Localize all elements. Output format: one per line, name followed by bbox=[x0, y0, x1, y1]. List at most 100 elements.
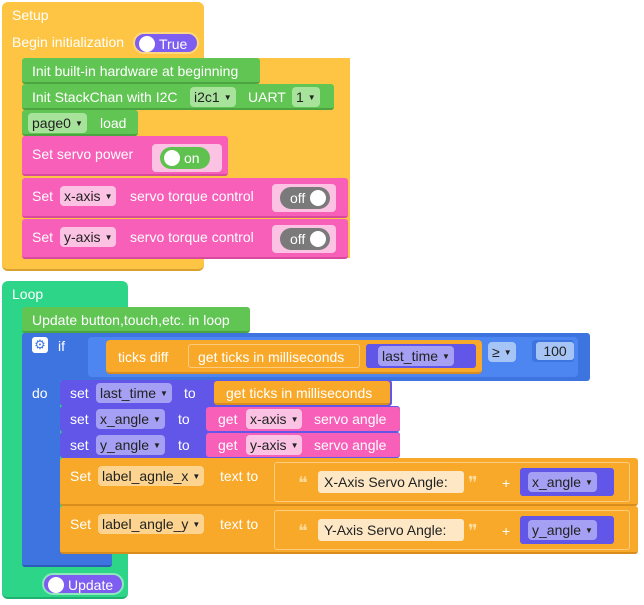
update-loop-label: Update button,touch,etc. in loop bbox=[32, 312, 230, 328]
uart-value: 1 bbox=[296, 89, 304, 105]
number-field[interactable]: 100 bbox=[536, 342, 574, 360]
plus-label: + bbox=[502, 475, 511, 491]
y-axis-dropdown[interactable]: y-axis▼ bbox=[60, 227, 117, 247]
label-x-dropdown[interactable]: label_agnle_x▼ bbox=[98, 466, 205, 486]
close-quote-icon: ❞ bbox=[468, 473, 478, 493]
dropdown-arrow-icon: ▼ bbox=[192, 472, 201, 481]
y-torque-toggle[interactable]: off bbox=[280, 228, 330, 250]
dropdown-arrow-icon: ▼ bbox=[503, 348, 512, 357]
page-value: page0 bbox=[32, 115, 71, 131]
last-time-dropdown[interactable]: last_time▼ bbox=[378, 346, 454, 366]
toggle-knob bbox=[310, 231, 326, 247]
toggle-knob bbox=[310, 190, 326, 206]
page-load-label: load bbox=[100, 115, 127, 131]
open-quote-icon: ❝ bbox=[298, 473, 308, 493]
dropdown-arrow-icon: ▼ bbox=[442, 352, 450, 361]
init-hardware-block[interactable] bbox=[22, 58, 260, 84]
setup-title: Setup bbox=[12, 7, 49, 23]
last-time-set-value: last_time bbox=[100, 385, 157, 401]
y-axis-get-value: y-axis bbox=[250, 437, 287, 453]
label-y-value: label_angle_y bbox=[102, 516, 189, 532]
torque-label: servo torque control bbox=[130, 188, 254, 204]
to-label: to bbox=[184, 385, 196, 401]
dropdown-arrow-icon: ▼ bbox=[104, 192, 113, 201]
open-quote-icon: ❝ bbox=[298, 521, 308, 541]
y-angle-set-dropdown[interactable]: y_angle▼ bbox=[96, 435, 165, 455]
close-quote-icon: ❞ bbox=[468, 521, 478, 541]
toggle-knob bbox=[164, 150, 180, 166]
update-toggle-value: Update bbox=[68, 577, 114, 593]
dropdown-arrow-icon: ▼ bbox=[160, 389, 168, 398]
dropdown-arrow-icon: ▼ bbox=[192, 520, 201, 529]
dropdown-arrow-icon: ▼ bbox=[290, 415, 299, 424]
page-dropdown[interactable]: page0▼ bbox=[28, 113, 87, 133]
uart-label: UART bbox=[248, 89, 286, 105]
init-hardware-label: Init built-in hardware at beginning bbox=[32, 63, 239, 79]
y-angle-var-dropdown[interactable]: y_angle▼ bbox=[528, 520, 597, 540]
text-to-label: text to bbox=[220, 516, 259, 532]
get-ticks-label-2: get ticks in milliseconds bbox=[226, 385, 373, 401]
y-torque-value: off bbox=[290, 231, 306, 247]
begin-init-toggle[interactable]: True bbox=[133, 32, 199, 54]
set-label: Set bbox=[32, 229, 54, 245]
y-angle-var-value: y_angle bbox=[532, 522, 582, 538]
loop-title: Loop bbox=[12, 286, 44, 302]
get-ticks-block[interactable] bbox=[188, 344, 360, 368]
x-angle-set-dropdown[interactable]: x_angle▼ bbox=[96, 409, 165, 429]
compare-op-dropdown[interactable]: ≥▼ bbox=[488, 342, 516, 362]
servo-power-label: Set servo power bbox=[32, 146, 134, 162]
set-label: set bbox=[70, 437, 89, 453]
string-y-field[interactable]: Y-Axis Servo Angle: bbox=[318, 519, 464, 541]
dropdown-arrow-icon: ▼ bbox=[223, 93, 232, 102]
compare-op-value: ≥ bbox=[492, 344, 500, 360]
update-loop-block[interactable] bbox=[22, 307, 250, 333]
set-label: set bbox=[70, 385, 89, 401]
if-body-spine bbox=[22, 333, 60, 565]
if-footer bbox=[22, 551, 112, 567]
set-text-label: Set bbox=[70, 516, 92, 532]
begin-init-label: Begin initialization bbox=[12, 34, 125, 50]
dropdown-arrow-icon: ▼ bbox=[104, 233, 113, 242]
do-label: do bbox=[32, 385, 48, 401]
y-angle-set-value: y_angle bbox=[100, 437, 150, 453]
toggle-knob bbox=[48, 577, 64, 593]
get-y-angle-block[interactable] bbox=[206, 433, 400, 457]
x-torque-value: off bbox=[290, 190, 306, 206]
i2c-dropdown[interactable]: i2c1▼ bbox=[190, 87, 236, 107]
x-axis-dropdown[interactable]: x-axis▼ bbox=[60, 186, 117, 206]
dropdown-arrow-icon: ▼ bbox=[153, 415, 161, 424]
init-stackchan-block[interactable] bbox=[22, 84, 334, 110]
dropdown-arrow-icon: ▼ bbox=[290, 441, 299, 450]
x-torque-toggle[interactable]: off bbox=[280, 187, 330, 209]
if-label: if bbox=[58, 338, 65, 354]
y-axis-value: y-axis bbox=[64, 229, 101, 245]
get-label: get bbox=[218, 411, 238, 427]
init-stackchan-label: Init StackChan with I2C bbox=[32, 89, 178, 105]
label-x-value: label_agnle_x bbox=[102, 468, 189, 484]
servo-angle-label: servo angle bbox=[314, 437, 387, 453]
last-time-set-dropdown[interactable]: last_time▼ bbox=[96, 383, 172, 403]
servo-power-toggle[interactable]: on bbox=[160, 147, 210, 169]
toggle-knob bbox=[139, 36, 155, 52]
text-to-label: text to bbox=[220, 468, 259, 484]
get-label: get bbox=[218, 437, 238, 453]
set-label: set bbox=[70, 411, 89, 427]
gear-icon[interactable]: ⚙ bbox=[32, 337, 48, 353]
y-axis-get-dropdown[interactable]: y-axis▼ bbox=[246, 435, 303, 455]
to-label: to bbox=[178, 411, 190, 427]
get-x-angle-block[interactable] bbox=[206, 407, 400, 431]
i2c-value: i2c1 bbox=[194, 89, 220, 105]
set-label: Set bbox=[32, 188, 54, 204]
uart-dropdown[interactable]: 1▼ bbox=[292, 87, 320, 107]
string-x-field[interactable]: X-Axis Servo Angle: bbox=[318, 471, 464, 493]
dropdown-arrow-icon: ▼ bbox=[153, 441, 161, 450]
x-angle-set-value: x_angle bbox=[100, 411, 150, 427]
begin-init-value: True bbox=[159, 36, 188, 52]
x-axis-value: x-axis bbox=[64, 188, 101, 204]
update-toggle[interactable]: Update bbox=[42, 573, 124, 595]
x-angle-var-dropdown[interactable]: x_angle▼ bbox=[528, 472, 597, 492]
label-y-dropdown[interactable]: label_angle_y▼ bbox=[98, 514, 205, 534]
servo-power-value: on bbox=[184, 150, 200, 166]
x-axis-get-dropdown[interactable]: x-axis▼ bbox=[246, 409, 303, 429]
get-ticks-block-2[interactable] bbox=[214, 381, 390, 405]
